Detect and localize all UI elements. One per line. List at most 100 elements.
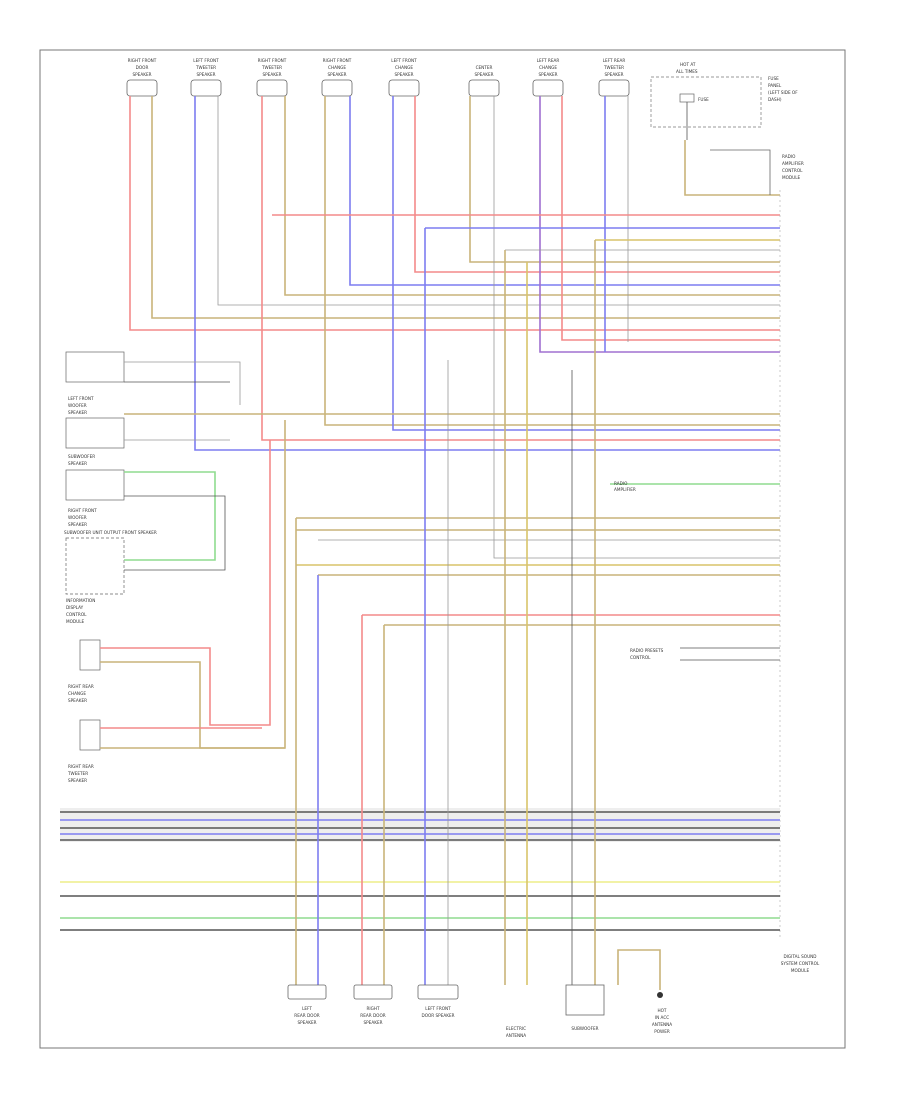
- speaker-connector: [321, 79, 353, 97]
- top-component-label: SPEAKER: [605, 72, 624, 77]
- top-component-label: SPEAKER: [328, 72, 347, 77]
- left-component-label: RIGHT FRONT: [68, 508, 97, 513]
- top-component-label: RIGHT FRONT: [323, 58, 352, 63]
- left-component-label: LEFT FRONT: [68, 396, 94, 401]
- speaker-connector: [417, 984, 459, 1000]
- top-component-2: LEFT FRONT TWEETER SPEAKER: [190, 58, 222, 97]
- left-component-label: CONTROL: [66, 612, 87, 617]
- amp-label: AMPLIFIER: [782, 161, 804, 166]
- top-component-7: LEFT REAR CHANGE SPEAKER: [532, 58, 564, 97]
- bottom-component-label: SPEAKER: [298, 1020, 317, 1025]
- speaker-connector: [468, 79, 500, 97]
- bottom-component-label: SPEAKER: [364, 1020, 383, 1025]
- bottom-component-label: IN ACC: [655, 1015, 669, 1020]
- top-right-label: RADIO AMPLIFIER CONTROL MODULE: [782, 154, 804, 180]
- top-right-wires: [272, 140, 780, 251]
- fuse-panel: HOT AT ALL TIMES FUSE FUSE PANEL (LEFT S…: [650, 62, 798, 140]
- mid-label: SUBWOOFER UNIT OUTPUT FRONT SPEAKER: [64, 530, 157, 535]
- left-component-label: SPEAKER: [68, 778, 87, 783]
- top-component-label: SPEAKER: [539, 72, 558, 77]
- power-terminal-icon: [657, 992, 663, 998]
- top-component-label: SPEAKER: [395, 72, 414, 77]
- left-component-box: [65, 417, 125, 449]
- left-component-box: [79, 719, 101, 751]
- left-component-label: WOOFER: [68, 515, 87, 520]
- module-label: SYSTEM CONTROL: [781, 961, 820, 966]
- fuse-panel-name: FUSE: [768, 76, 779, 81]
- right-side-labels: RADIO AMPLIFIER RADIO PRESETS CONTROL: [614, 481, 664, 660]
- top-component-label: RIGHT FRONT: [128, 58, 157, 63]
- top-component-4: RIGHT FRONT CHANGE SPEAKER: [321, 58, 353, 97]
- left-component-label: WOOFER: [68, 403, 87, 408]
- speaker-connector: [353, 984, 393, 1000]
- left-component-label: INFORMATION: [66, 598, 95, 603]
- top-component-label: SPEAKER: [133, 72, 152, 77]
- bottom-component-label: REAR DOOR: [294, 1013, 319, 1018]
- speaker-connector: [256, 79, 288, 97]
- top-component-3: RIGHT FRONT TWEETER SPEAKER: [256, 58, 288, 97]
- left-component-label: RIGHT REAR: [68, 764, 94, 769]
- bottom-component-label: POWER: [654, 1029, 670, 1034]
- top-component-label: CHANGE: [328, 65, 346, 70]
- right-label: CONTROL: [630, 655, 651, 660]
- top-component-5: LEFT FRONT CHANGE SPEAKER: [388, 58, 420, 97]
- top-component-1: RIGHT FRONT DOOR SPEAKER: [126, 58, 158, 97]
- top-component-label: SPEAKER: [197, 72, 216, 77]
- left-component-label: RIGHT REAR: [68, 684, 94, 689]
- bottom-component-label: ANTENNA: [506, 1033, 526, 1038]
- top-component-label: SPEAKER: [263, 72, 282, 77]
- top-component-8: LEFT REAR TWEETER SPEAKER: [598, 58, 630, 97]
- left-component-label: SPEAKER: [68, 522, 87, 527]
- top-component-label: TWEETER: [603, 65, 624, 70]
- top-component-label: TWEETER: [261, 65, 282, 70]
- module-label: MODULE: [791, 968, 810, 973]
- top-component-6: CENTER SPEAKER: [468, 65, 500, 97]
- fuse-icon: [679, 93, 695, 103]
- module-label: DIGITAL SOUND: [783, 954, 816, 959]
- bottom-component-label: HOT: [657, 1008, 666, 1013]
- amp-label: MODULE: [782, 175, 801, 180]
- bottom-component-label: DOOR SPEAKER: [421, 1013, 454, 1018]
- right-label: RADIO PRESETS: [630, 648, 664, 653]
- top-components: RIGHT FRONT DOOR SPEAKER LEFT FRONT TWEE…: [126, 58, 630, 97]
- left-component-box: [65, 351, 125, 383]
- fuse-label: FUSE: [698, 97, 709, 102]
- bottom-component-5: SUBWOOFER: [565, 984, 605, 1031]
- fuse-panel-box: [650, 76, 762, 128]
- amp-label: CONTROL: [782, 168, 803, 173]
- bottom-component-label: ELECTRIC: [506, 1026, 526, 1031]
- bottom-vertical-wires: [295, 228, 661, 990]
- left-component-label: MODULE: [66, 619, 85, 624]
- bottom-component-label: LEFT: [302, 1006, 312, 1011]
- speaker-connector: [598, 79, 630, 97]
- top-vertical-wires: [129, 96, 780, 559]
- right-label: RADIO: [614, 481, 628, 486]
- top-component-label: SPEAKER: [475, 72, 494, 77]
- left-component-label: SUBWOOFER: [68, 454, 95, 459]
- speaker-connector: [532, 79, 564, 97]
- bottom-right-label: DIGITAL SOUND SYSTEM CONTROL MODULE: [781, 954, 820, 973]
- bottom-component-label: RIGHT: [366, 1006, 380, 1011]
- fuse-hot-label: HOT AT: [680, 62, 696, 67]
- bottom-component-1: LEFT REAR DOOR SPEAKER: [287, 984, 327, 1025]
- amp-label: RADIO: [782, 154, 796, 159]
- subwoofer-box: [565, 984, 605, 1016]
- bottom-component-label: REAR DOOR: [360, 1013, 385, 1018]
- left-components: LEFT FRONT WOOFER SPEAKER SUBWOOFER SPEA…: [64, 351, 157, 783]
- top-component-label: TWEETER: [195, 65, 216, 70]
- bottom-component-2: RIGHT REAR DOOR SPEAKER: [353, 984, 393, 1025]
- speaker-connector: [190, 79, 222, 97]
- diagram-frame: [39, 49, 846, 1049]
- fuse-panel-name: DASH): [768, 97, 782, 102]
- fuse-hot-label-2: ALL TIMES: [676, 69, 698, 74]
- bottom-component-4: ELECTRIC ANTENNA: [506, 1026, 526, 1038]
- top-component-label: CHANGE: [539, 65, 557, 70]
- bus-lines: [60, 808, 780, 931]
- right-label: AMPLIFIER: [614, 487, 636, 492]
- top-component-label: LEFT REAR: [537, 58, 560, 63]
- left-component-label: DISPLAY: [66, 605, 84, 610]
- bottom-component-3: LEFT FRONT DOOR SPEAKER: [417, 984, 459, 1018]
- speaker-connector: [126, 79, 158, 97]
- top-component-label: DOOR: [136, 65, 149, 70]
